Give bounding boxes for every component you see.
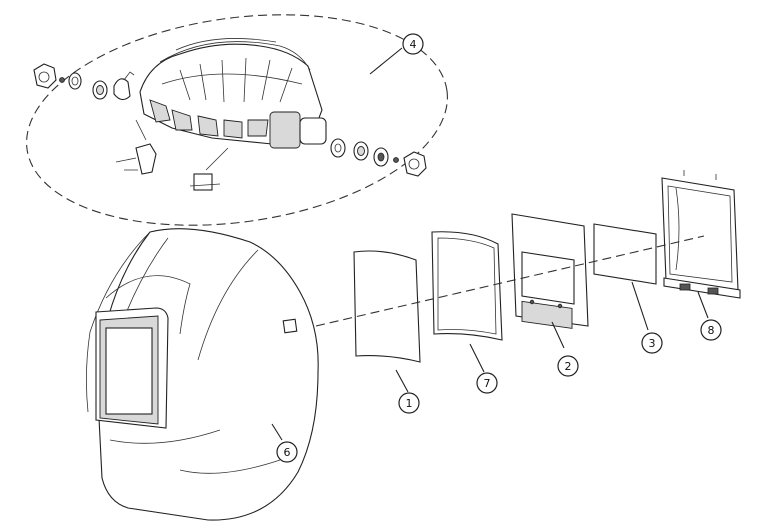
right-ratchet-knob-stack [330,138,427,177]
callout-number: 1 [406,397,413,410]
callout-6: 6 [276,441,298,463]
callout-number: 8 [708,324,715,337]
auto-darkening-lens-cartridge [511,213,589,329]
inside-cover-lens [353,250,421,363]
callout-1: 1 [398,392,420,414]
callout-circle [476,372,498,394]
headgear-assembly-group [26,14,448,226]
headgear-cradle [139,38,327,149]
callout-7: 7 [476,372,498,394]
headgear-small-parts [115,119,229,191]
callout-labels: 1 2 3 4 6 7 8 [276,33,722,463]
outside-cover-lens [593,223,657,285]
callout-4: 4 [402,33,424,55]
callout-circle [641,332,663,354]
headgear-detail-ellipse [26,14,448,226]
callout-circle [276,441,298,463]
callout-3: 3 [641,332,663,354]
callout-number: 3 [649,337,656,350]
callout-2: 2 [557,355,579,377]
callout-number: 2 [565,360,572,373]
callout-number: 7 [484,377,491,390]
callout-number: 6 [284,446,291,459]
callout-circle [557,355,579,377]
leader-lines [271,47,709,441]
callout-number: 4 [410,38,417,51]
lens-holder-frame [661,170,741,299]
callout-circle [700,319,722,341]
helmet-shell [86,228,319,521]
callout-8: 8 [700,319,722,341]
callout-circle [402,33,424,55]
assembly-axis-line [315,235,705,327]
callout-circle [398,392,420,414]
lens-gasket [431,231,503,341]
left-ratchet-knob-stack [33,63,135,101]
